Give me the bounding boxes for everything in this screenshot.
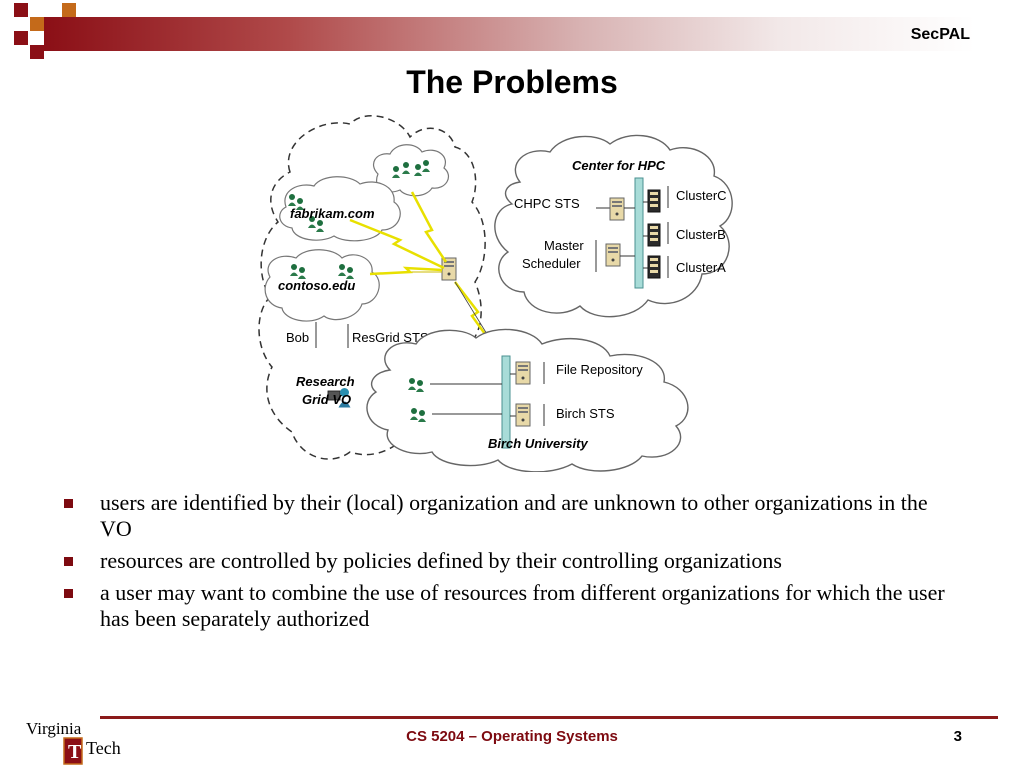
bob-label: Bob <box>286 330 309 345</box>
birch-univ-label: Birch University <box>488 436 588 451</box>
corner-square <box>14 3 28 17</box>
header-title: SecPAL <box>910 26 970 43</box>
footer-course: CS 5204 – Operating Systems <box>406 728 618 745</box>
bullet-square-icon <box>64 589 73 598</box>
slide-title: The Problems <box>406 64 618 100</box>
vo-cloud <box>258 115 486 460</box>
hpc-cloud <box>494 134 733 318</box>
virginia-tech-logo: Virginia T Tech <box>26 719 121 765</box>
footer-divider <box>100 716 998 719</box>
contoso-label: contoso.edu <box>278 278 355 293</box>
corner-square <box>14 31 28 45</box>
bullet-text: a user may want to combine the use of re… <box>100 580 945 631</box>
birch-sts-server <box>515 403 531 427</box>
fabrikam-label: fabrikam.com <box>290 206 375 221</box>
hpc-title: Center for HPC <box>572 158 666 173</box>
logo-tech: Tech <box>86 738 121 758</box>
file-repo-label: File Repository <box>556 362 643 377</box>
birch-sts-label: Birch STS <box>556 406 615 421</box>
cluster-b-label: ClusterB <box>676 227 726 242</box>
svg-text:T: T <box>68 741 82 763</box>
cluster-c-label: ClusterC <box>676 188 727 203</box>
chpc-label: CHPC STS <box>514 196 580 211</box>
birch-cloud <box>366 328 689 472</box>
master-server <box>605 243 621 267</box>
master-label-1: Master <box>544 238 584 253</box>
bullet-text: resources are controlled by policies def… <box>100 548 782 573</box>
bullet-item: a user may want to combine the use of re… <box>64 580 964 632</box>
vo-label-line2: Grid VO <box>302 392 351 407</box>
bullet-list: users are identified by their (local) or… <box>64 490 964 638</box>
bullet-text: users are identified by their (local) or… <box>100 490 928 541</box>
bullet-item: users are identified by their (local) or… <box>64 490 964 542</box>
resgrid-label: ResGrid STS <box>352 330 429 345</box>
master-label-2: Scheduler <box>522 256 581 271</box>
corner-square <box>30 17 44 31</box>
logo-virginia: Virginia <box>26 719 82 738</box>
header-bar <box>44 17 1024 51</box>
cluster-a-rack <box>647 255 661 279</box>
corner-square <box>62 3 76 17</box>
vo-label-line1: Research <box>296 374 355 389</box>
grid-diagram: fabrikam.com contoso.edu Bob ResGrid STS… <box>258 115 733 472</box>
bullet-item: resources are controlled by policies def… <box>64 548 964 574</box>
bullet-square-icon <box>64 499 73 508</box>
cluster-a-label: ClusterA <box>676 260 726 275</box>
cluster-b-rack <box>647 223 661 247</box>
file-repo-server <box>515 361 531 385</box>
corner-square <box>30 45 44 59</box>
chpc-server <box>609 197 625 221</box>
cluster-c-rack <box>647 189 661 213</box>
page-number: 3 <box>953 728 962 745</box>
bullet-square-icon <box>64 557 73 566</box>
